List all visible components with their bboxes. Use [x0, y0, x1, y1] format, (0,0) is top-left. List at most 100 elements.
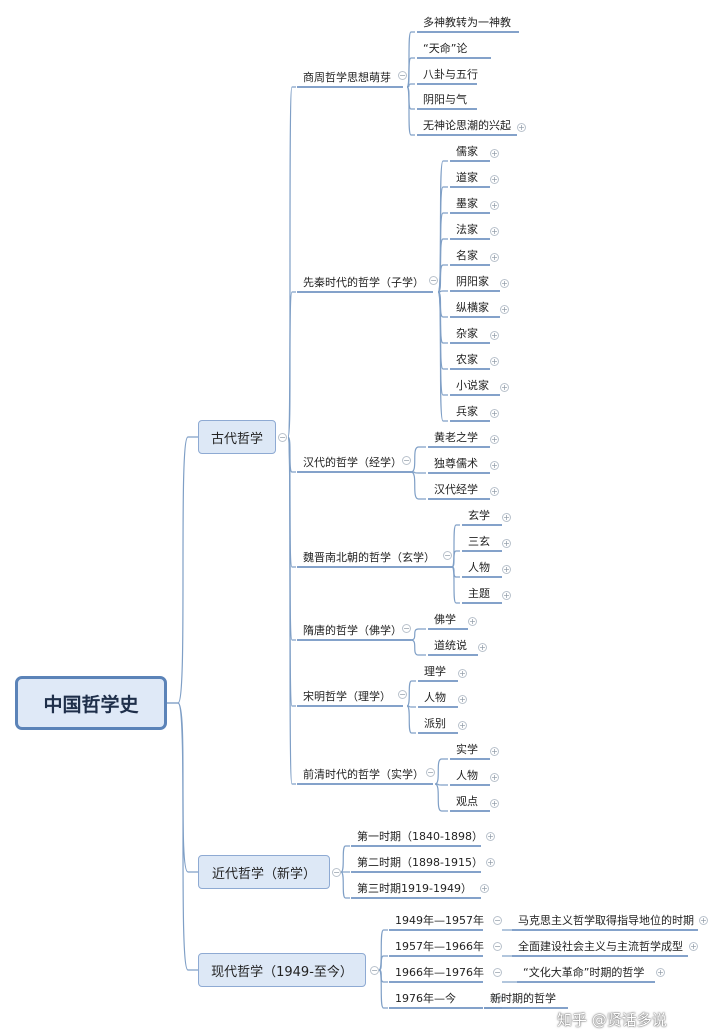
contemporary-sub-2[interactable]: 1966年—1976年: [395, 966, 484, 979]
modern-sub-2[interactable]: 第三时期1919-1949）: [357, 882, 472, 895]
ancient-sub-4-collapse-icon[interactable]: −: [402, 624, 411, 633]
branch-contemporary[interactable]: 现代哲学（1949-至今）: [198, 953, 366, 987]
ancient-sub-0[interactable]: 商周哲学思想萌芽: [303, 71, 391, 84]
ancient-leaf-4-1-expand-icon[interactable]: +: [478, 643, 487, 652]
contemporary-leaf-2-expand-icon[interactable]: +: [656, 968, 665, 977]
ancient-leaf-1-5[interactable]: 阴阳家: [456, 275, 489, 288]
ancient-leaf-1-7[interactable]: 杂家: [456, 327, 478, 340]
ancient-leaf-5-1-expand-icon[interactable]: +: [458, 695, 467, 704]
ancient-leaf-2-0-expand-icon[interactable]: +: [490, 435, 499, 444]
ancient-sub-2[interactable]: 汉代的哲学（经学）: [303, 456, 402, 469]
ancient-sub-5-collapse-icon[interactable]: −: [398, 690, 407, 699]
ancient-leaf-1-1[interactable]: 道家: [456, 171, 478, 184]
ancient-sub-5[interactable]: 宋明哲学（理学）: [303, 690, 391, 703]
ancient-leaf-1-2-expand-icon[interactable]: +: [490, 201, 499, 210]
contemporary-sub-2-collapse-icon[interactable]: −: [493, 968, 502, 977]
modern-sub-1[interactable]: 第二时期（1898-1915）: [357, 856, 483, 869]
root-node[interactable]: 中国哲学史: [15, 676, 167, 730]
ancient-leaf-1-10-expand-icon[interactable]: +: [490, 409, 499, 418]
ancient-leaf-1-9[interactable]: 小说家: [456, 379, 489, 392]
ancient-leaf-1-1-expand-icon[interactable]: +: [490, 175, 499, 184]
ancient-leaf-1-3-expand-icon[interactable]: +: [490, 227, 499, 236]
ancient-leaf-1-5-expand-icon[interactable]: +: [500, 279, 509, 288]
ancient-leaf-5-2[interactable]: 派别: [424, 717, 446, 730]
modern-sub-1-expand-icon[interactable]: +: [486, 858, 495, 867]
contemporary-leaf-1[interactable]: 全面建设社会主义与主流哲学成型: [518, 940, 683, 953]
ancient-leaf-6-0[interactable]: 实学: [456, 743, 478, 756]
ancient-sub-3-collapse-icon[interactable]: −: [443, 551, 452, 560]
branch-ancient-collapse-icon[interactable]: −: [278, 433, 287, 442]
ancient-leaf-1-0-expand-icon[interactable]: +: [490, 149, 499, 158]
contemporary-leaf-0-expand-icon[interactable]: +: [699, 916, 708, 925]
ancient-leaf-3-2[interactable]: 人物: [468, 561, 490, 574]
contemporary-leaf-2[interactable]: “文化大革命”时期的哲学: [523, 966, 645, 979]
branch-modern[interactable]: 近代哲学（新学）: [198, 855, 330, 889]
contemporary-leaf-0[interactable]: 马克思主义哲学取得指导地位的时期: [518, 914, 694, 927]
modern-sub-0-expand-icon[interactable]: +: [486, 832, 495, 841]
ancient-leaf-3-1-expand-icon[interactable]: +: [502, 539, 511, 548]
ancient-leaf-0-4[interactable]: 无神论思潮的兴起: [423, 119, 511, 132]
ancient-leaf-2-1[interactable]: 独尊儒术: [434, 457, 478, 470]
ancient-leaf-2-1-expand-icon[interactable]: +: [490, 461, 499, 470]
ancient-leaf-1-9-expand-icon[interactable]: +: [500, 383, 509, 392]
ancient-sub-2-collapse-icon[interactable]: −: [402, 456, 411, 465]
ancient-leaf-2-2-expand-icon[interactable]: +: [490, 487, 499, 496]
contemporary-sub-3[interactable]: 1976年—今: [395, 992, 456, 1005]
ancient-sub-6[interactable]: 前清时代的哲学（实学）: [303, 768, 424, 781]
ancient-leaf-0-0[interactable]: 多神教转为一神教: [423, 16, 511, 29]
ancient-leaf-1-4[interactable]: 名家: [456, 249, 478, 262]
contemporary-sub-1[interactable]: 1957年—1966年: [395, 940, 484, 953]
ancient-leaf-6-1-expand-icon[interactable]: +: [490, 773, 499, 782]
ancient-leaf-3-0[interactable]: 玄学: [468, 509, 490, 522]
ancient-leaf-0-1[interactable]: “天命”论: [423, 42, 468, 55]
ancient-sub-4[interactable]: 隋唐的哲学（佛学）: [303, 624, 402, 637]
ancient-leaf-3-0-expand-icon[interactable]: +: [502, 513, 511, 522]
ancient-leaf-3-3[interactable]: 主题: [468, 587, 490, 600]
ancient-leaf-5-0-expand-icon[interactable]: +: [458, 669, 467, 678]
contemporary-sub-3-collapse-icon[interactable]: −: [493, 994, 502, 1003]
ancient-leaf-1-7-expand-icon[interactable]: +: [490, 331, 499, 340]
modern-sub-0[interactable]: 第一时期（1840-1898）: [357, 830, 483, 843]
contemporary-sub-1-collapse-icon[interactable]: −: [493, 942, 502, 951]
contemporary-sub-0[interactable]: 1949年—1957年: [395, 914, 484, 927]
ancient-sub-1-collapse-icon[interactable]: −: [429, 276, 438, 285]
ancient-leaf-1-2[interactable]: 墨家: [456, 197, 478, 210]
ancient-leaf-6-0-expand-icon[interactable]: +: [490, 747, 499, 756]
ancient-leaf-1-8-expand-icon[interactable]: +: [490, 357, 499, 366]
branch-ancient[interactable]: 古代哲学: [198, 420, 276, 454]
ancient-leaf-5-2-expand-icon[interactable]: +: [458, 721, 467, 730]
modern-sub-2-expand-icon[interactable]: +: [480, 884, 489, 893]
ancient-leaf-1-3[interactable]: 法家: [456, 223, 478, 236]
contemporary-leaf-3[interactable]: 新时期的哲学: [490, 992, 556, 1005]
ancient-leaf-0-4-expand-icon[interactable]: +: [517, 123, 526, 132]
ancient-leaf-4-0-expand-icon[interactable]: +: [468, 617, 477, 626]
contemporary-sub-0-collapse-icon[interactable]: −: [493, 916, 502, 925]
ancient-sub-0-collapse-icon[interactable]: −: [398, 71, 407, 80]
ancient-leaf-1-4-expand-icon[interactable]: +: [490, 253, 499, 262]
ancient-leaf-1-0[interactable]: 儒家: [456, 145, 478, 158]
ancient-leaf-6-2-expand-icon[interactable]: +: [490, 799, 499, 808]
ancient-leaf-1-6[interactable]: 纵横家: [456, 301, 489, 314]
contemporary-leaf-1-expand-icon[interactable]: +: [689, 942, 698, 951]
ancient-leaf-0-2[interactable]: 八卦与五行: [423, 68, 478, 81]
branch-modern-collapse-icon[interactable]: −: [332, 868, 341, 877]
ancient-leaf-2-2[interactable]: 汉代经学: [434, 483, 478, 496]
ancient-leaf-4-0[interactable]: 佛学: [434, 613, 456, 626]
branch-contemporary-collapse-icon[interactable]: −: [370, 966, 379, 975]
ancient-sub-1[interactable]: 先秦时代的哲学（子学）: [303, 276, 424, 289]
ancient-leaf-0-3[interactable]: 阴阳与气: [423, 93, 467, 106]
ancient-leaf-4-1[interactable]: 道统说: [434, 639, 467, 652]
ancient-leaf-1-8[interactable]: 农家: [456, 353, 478, 366]
ancient-leaf-3-2-expand-icon[interactable]: +: [502, 565, 511, 574]
ancient-leaf-1-6-expand-icon[interactable]: +: [500, 305, 509, 314]
ancient-leaf-5-0[interactable]: 理学: [424, 665, 446, 678]
ancient-leaf-6-2[interactable]: 观点: [456, 795, 478, 808]
ancient-leaf-3-1[interactable]: 三玄: [468, 535, 490, 548]
ancient-leaf-2-0[interactable]: 黄老之学: [434, 431, 478, 444]
ancient-leaf-5-1[interactable]: 人物: [424, 691, 446, 704]
ancient-leaf-1-10[interactable]: 兵家: [456, 405, 478, 418]
ancient-leaf-3-3-expand-icon[interactable]: +: [502, 591, 511, 600]
ancient-leaf-6-1[interactable]: 人物: [456, 769, 478, 782]
ancient-sub-3[interactable]: 魏晋南北朝的哲学（玄学）: [303, 551, 435, 564]
ancient-sub-6-collapse-icon[interactable]: −: [426, 768, 435, 777]
